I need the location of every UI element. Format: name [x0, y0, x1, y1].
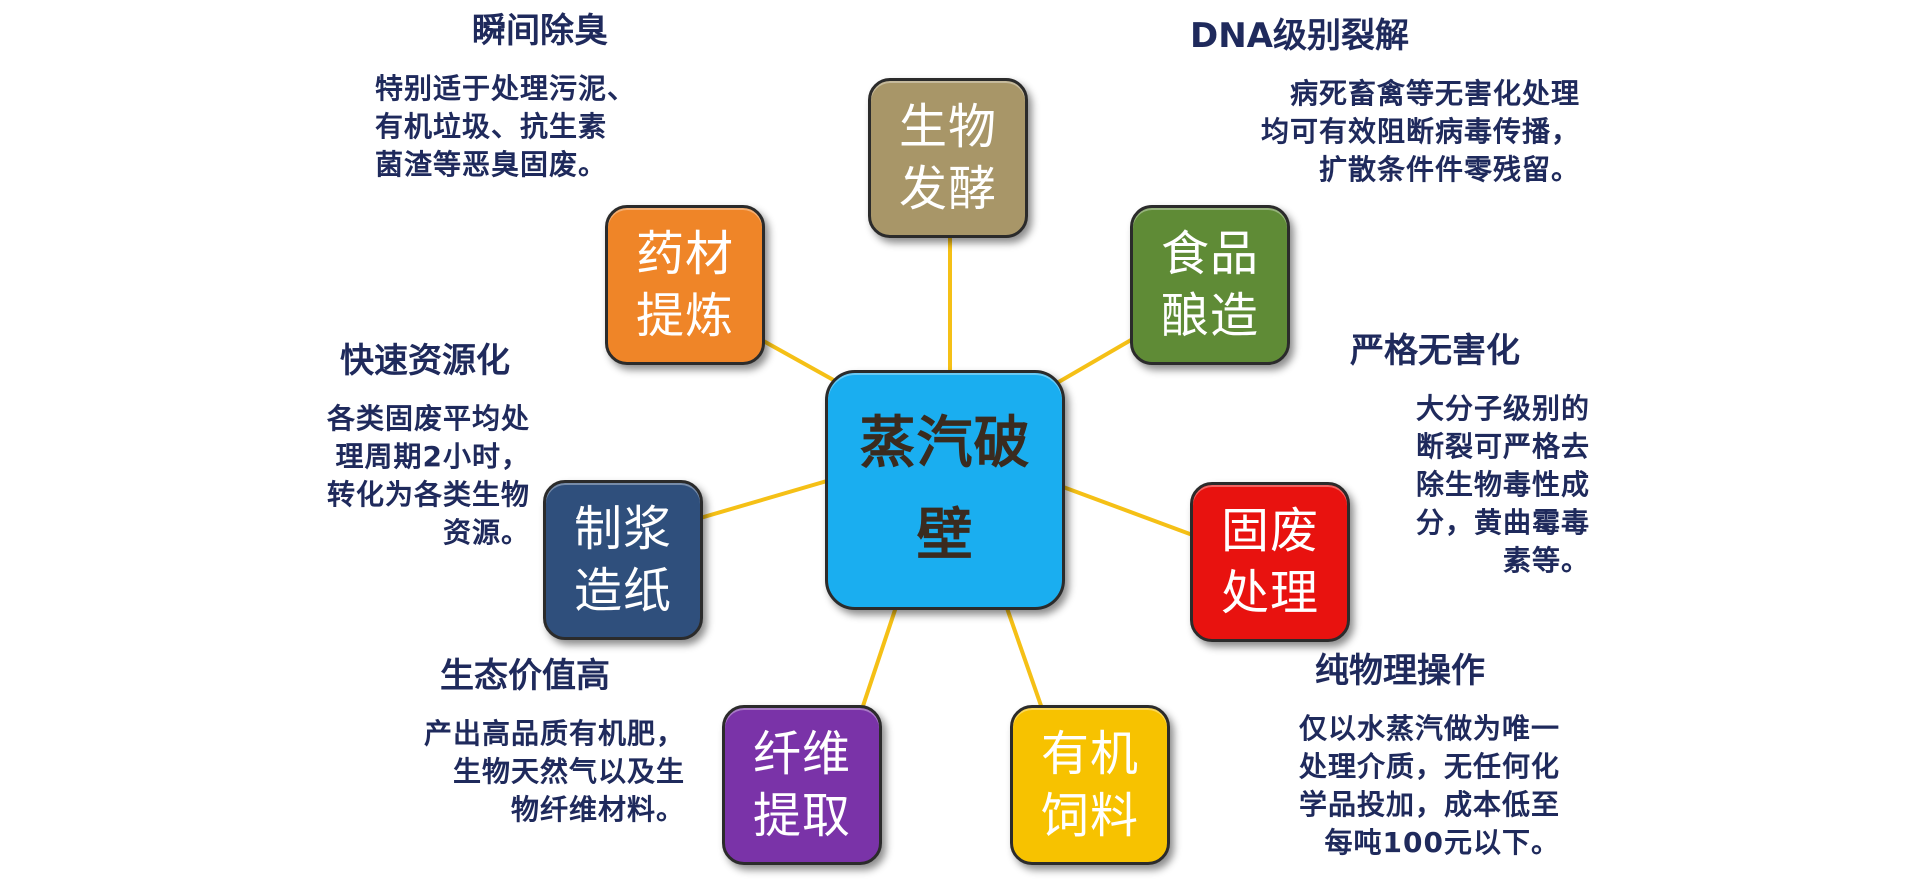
node-fiber-extract-line-1: 纤维	[752, 726, 851, 782]
label-pure-physical-desc-line-4: 每吨100元以下。	[1324, 826, 1560, 859]
node-bio-ferment: 生物 发酵	[868, 78, 1028, 238]
node-bio-ferment-line-1: 生物	[898, 99, 997, 155]
label-fast-resource: 快速资源化 各类固废平均处 理周期2小时， 转化为各类生物 资源。	[270, 340, 530, 552]
node-fiber-extract: 纤维 提取	[722, 705, 882, 865]
label-dna-level-desc-line-3: 扩散条件件零残留。	[1318, 153, 1580, 186]
label-fast-resource-desc-line-2: 理周期2小时，	[335, 440, 530, 473]
label-instant-deodor-desc-line-2: 有机垃圾、抗生素	[375, 110, 608, 143]
label-dna-level-desc: 病死畜禽等无害化处理 均可有效阻断病毒传播， 扩散条件件零残留。	[1190, 75, 1580, 189]
label-dna-level-title: DNA级别裂解	[1190, 16, 1409, 56]
label-fast-resource-desc: 各类固废平均处 理周期2小时， 转化为各类生物 资源。	[270, 400, 530, 552]
node-herb-extract: 药材 提炼	[605, 205, 765, 365]
label-eco-value-desc-line-2: 生物天然气以及生	[452, 755, 685, 788]
label-strict-harmless-title: 严格无害化	[1350, 331, 1520, 371]
label-pure-physical-desc-line-2: 处理介质，无任何化	[1298, 750, 1560, 783]
label-pure-physical: 纯物理操作 仅以水蒸汽做为唯一 处理介质，无任何化 学品投加，成本低至 每吨10…	[1240, 650, 1560, 862]
label-instant-deodor: 瞬间除臭 特别适于处理污泥、 有机垃圾、抗生素 菌渣等恶臭固废。	[375, 10, 705, 184]
label-strict-harmless-desc-line-1: 大分子级别的	[1415, 392, 1590, 425]
node-fiber-extract-line-2: 提取	[752, 788, 851, 844]
node-organic-feed-line-2: 饲料	[1040, 788, 1139, 844]
node-solid-waste-line-1: 固废	[1220, 503, 1319, 559]
label-strict-harmless-desc-line-3: 除生物毒性成	[1415, 468, 1590, 501]
node-herb-extract-line-1: 药材	[635, 226, 734, 282]
center-node: 蒸汽破 壁	[825, 370, 1065, 610]
label-strict-harmless-desc-line-5: 素等。	[1502, 544, 1590, 577]
label-pure-physical-desc-line-3: 学品投加，成本低至	[1298, 788, 1560, 821]
center-line-2: 壁	[916, 503, 974, 568]
node-pulp-paper: 制浆 造纸	[543, 480, 703, 640]
node-food-brew-line-1: 食品	[1160, 226, 1259, 282]
label-pure-physical-desc: 仅以水蒸汽做为唯一 处理介质，无任何化 学品投加，成本低至 每吨100元以下。	[1240, 710, 1560, 862]
node-herb-extract-line-2: 提炼	[635, 288, 734, 344]
label-eco-value: 生态价值高 产出高品质有机肥， 生物天然气以及生 物纤维材料。	[365, 655, 685, 829]
node-food-brew-line-2: 酿造	[1160, 288, 1259, 344]
label-instant-deodor-desc-line-1: 特别适于处理污泥、	[375, 72, 637, 105]
node-pulp-paper-line-1: 制浆	[573, 501, 672, 557]
node-bio-ferment-line-2: 发酵	[898, 161, 997, 217]
node-organic-feed: 有机 饲料	[1010, 705, 1170, 865]
label-pure-physical-desc-line-1: 仅以水蒸汽做为唯一	[1298, 712, 1560, 745]
node-organic-feed-line-1: 有机	[1040, 726, 1139, 782]
label-instant-deodor-desc: 特别适于处理污泥、 有机垃圾、抗生素 菌渣等恶臭固废。	[375, 70, 705, 184]
label-fast-resource-desc-line-1: 各类固废平均处	[326, 402, 530, 435]
label-dna-level-desc-line-1: 病死畜禽等无害化处理	[1289, 77, 1580, 110]
node-pulp-paper-line-2: 造纸	[573, 563, 672, 619]
label-instant-deodor-desc-line-3: 菌渣等恶臭固废。	[375, 148, 608, 181]
label-eco-value-desc-line-1: 产出高品质有机肥，	[423, 717, 685, 750]
label-fast-resource-title: 快速资源化	[340, 341, 510, 381]
label-eco-value-desc: 产出高品质有机肥， 生物天然气以及生 物纤维材料。	[365, 715, 685, 829]
label-eco-value-title: 生态价值高	[440, 656, 610, 696]
label-strict-harmless-desc-line-4: 分，黄曲霉毒	[1415, 506, 1590, 539]
node-solid-waste: 固废 处理	[1190, 482, 1350, 642]
label-strict-harmless-desc: 大分子级别的 断裂可严格去 除生物毒性成 分，黄曲霉毒 素等。	[1350, 390, 1590, 580]
node-solid-waste-line-2: 处理	[1220, 565, 1319, 621]
label-pure-physical-title: 纯物理操作	[1315, 651, 1485, 691]
node-food-brew: 食品 酿造	[1130, 205, 1290, 365]
label-dna-level: DNA级别裂解 病死畜禽等无害化处理 均可有效阻断病毒传播， 扩散条件件零残留。	[1190, 15, 1580, 189]
label-strict-harmless: 严格无害化 大分子级别的 断裂可严格去 除生物毒性成 分，黄曲霉毒 素等。	[1350, 330, 1590, 580]
label-instant-deodor-title: 瞬间除臭	[472, 11, 608, 51]
center-line-1: 蒸汽破	[859, 411, 1031, 476]
label-dna-level-desc-line-2: 均可有效阻断病毒传播，	[1260, 115, 1580, 148]
label-fast-resource-desc-line-4: 资源。	[442, 516, 530, 549]
label-eco-value-desc-line-3: 物纤维材料。	[510, 793, 685, 826]
label-fast-resource-desc-line-3: 转化为各类生物	[326, 478, 530, 511]
label-strict-harmless-desc-line-2: 断裂可严格去	[1415, 430, 1590, 463]
